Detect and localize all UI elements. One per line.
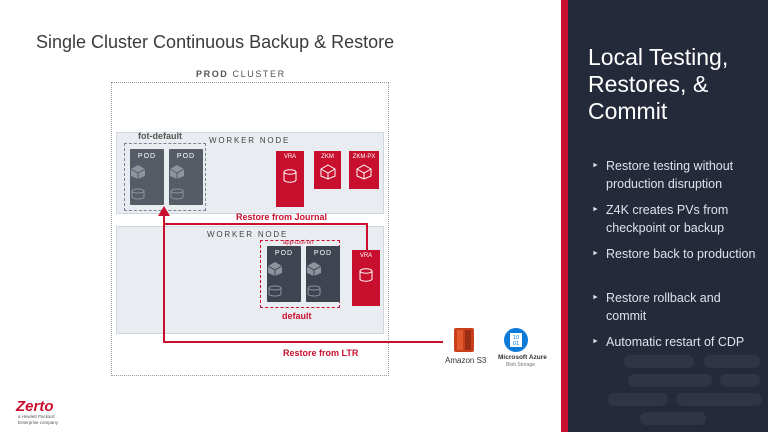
bullet-arrow-icon: ► [592,250,599,257]
zkm-px-label: ZKM-PX [352,154,376,160]
namespace-default-tag: app-tool-on [283,240,314,246]
disk-icon [170,188,184,200]
cube-icon [169,165,185,179]
disk-icon [131,188,145,200]
disk-icon [283,169,297,183]
zkm-box: ZKM [314,151,341,189]
disk-icon [359,268,373,282]
journal-flow-line [163,223,367,225]
zkm-label: ZKM [321,154,334,160]
prod-cluster-box [111,82,389,376]
decorative-pill [640,412,706,425]
vra-box-1: VRA [276,151,304,207]
info-panel: Local Testing, Restores, & Commit ►Resto… [568,0,768,432]
restore-from-journal-label: Restore from Journal [236,212,328,222]
amazon-s3-icon [454,328,474,352]
azure-sublabel: Blob Storage [506,362,535,368]
zkm-px-box: ZKM-PX [349,151,379,189]
vra-box-2: VRA [352,250,380,306]
brand-tagline-2: Enterprise company [18,420,59,425]
svg-text:01: 01 [513,341,519,347]
pod-label: POD [274,250,294,257]
worker-node-1-label: WORKER NODE [209,136,291,145]
journal-flow-line [366,223,368,250]
svg-text:10: 10 [513,335,519,341]
bullet-arrow-icon: ► [592,162,599,169]
pod-label: POD [313,250,333,257]
pod: POD [169,149,203,205]
decorative-pill [704,355,760,368]
bullet-item: ►Restore back to production [592,247,756,261]
bullet-item: ►Restore testing without production disr… [592,159,734,191]
arrow-up-icon [158,206,170,216]
bullet-arrow-icon: ► [592,294,599,301]
pod: POD [130,149,164,205]
cluster-label-bold: PROD [196,69,229,79]
ltr-flow-line [163,214,165,342]
cube-icon [320,164,335,180]
panel-title: Local Testing, Restores, & Commit [588,44,729,124]
bullet-arrow-icon: ► [592,206,599,213]
namespace-fot-default-label: fot-default [138,131,182,141]
worker-node-2 [116,226,384,334]
vra-label: VRA [359,253,373,259]
worker-node-2-label: WORKER NODE [207,230,289,239]
brand-tagline-1: a Hewlett Packard [18,414,55,419]
slide-title: Single Cluster Continuous Backup & Resto… [36,32,395,52]
pod-label: POD [176,153,196,160]
decorative-pill [628,374,712,387]
disk-icon [268,285,282,297]
cube-icon [356,164,372,180]
sidebar-accent-bar [561,0,568,432]
bullet-item: ►Automatic restart of CDP [592,335,745,349]
vra-label: VRA [283,154,297,160]
decorative-pill [608,393,668,406]
decorative-pill [676,393,762,406]
cluster-label: PROD CLUSTER [196,69,286,79]
pod: POD [306,246,340,302]
namespace-default-label: default [282,311,312,321]
bullet-item: ►Z4K creates PVs from checkpoint or back… [592,203,729,235]
disk-icon [307,285,321,297]
ltr-flow-line [163,341,443,343]
cube-icon [130,165,146,179]
azure-label: Microsoft Azure [498,354,547,361]
cluster-label-rest: CLUSTER [232,69,286,79]
bullet-item: ►Restore rollback and commit [592,291,721,323]
azure-blob-icon: 10 01 [504,328,528,352]
decorative-pill [720,374,760,387]
decorative-pill [624,355,694,368]
pod-label: POD [137,153,157,160]
restore-from-ltr-label: Restore from LTR [283,348,359,358]
pod: POD [267,246,301,302]
bullet-arrow-icon: ► [592,338,599,345]
zerto-logo: Zerto [16,398,54,415]
cube-icon [267,262,283,276]
cube-icon [306,262,322,276]
amazon-s3-label: Amazon S3 [445,356,487,365]
